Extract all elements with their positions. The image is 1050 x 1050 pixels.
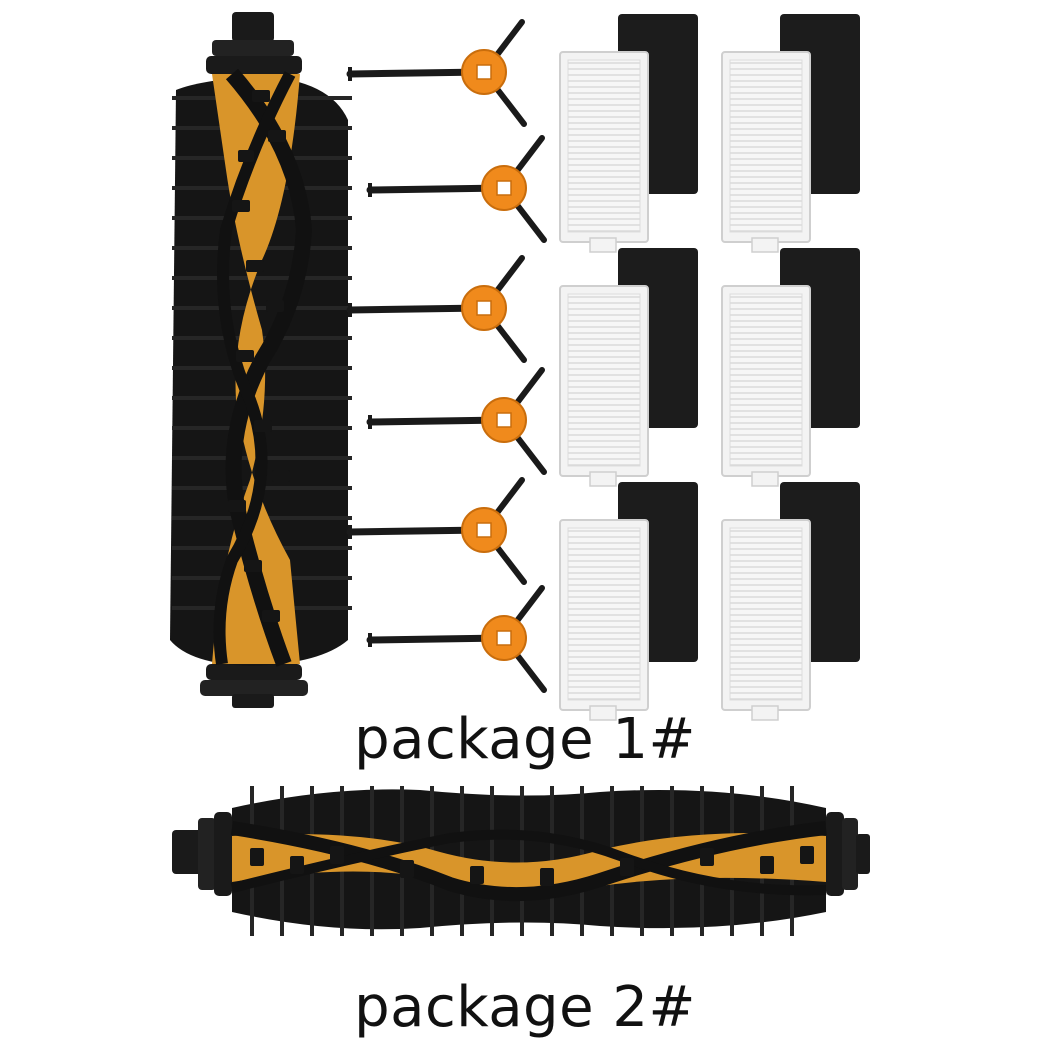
side-brush [366,585,547,693]
package-1-caption: package 1# [354,707,696,772]
main-roller-brush-vertical [170,12,352,708]
filter-pair [721,482,860,721]
side-brush-set [346,19,547,693]
filter-pair [559,482,698,721]
side-brush [366,135,547,243]
package-2-caption: package 2# [354,975,696,1040]
filter-pair [721,248,860,487]
main-roller-brush-horizontal [172,786,870,936]
filter-pair [559,248,698,487]
side-brush [346,255,527,363]
filter-pair [559,14,698,253]
side-brush [346,19,527,127]
filter-pair [721,14,860,253]
filter-set [559,14,860,721]
side-brush [346,477,527,585]
side-brush [366,367,547,475]
